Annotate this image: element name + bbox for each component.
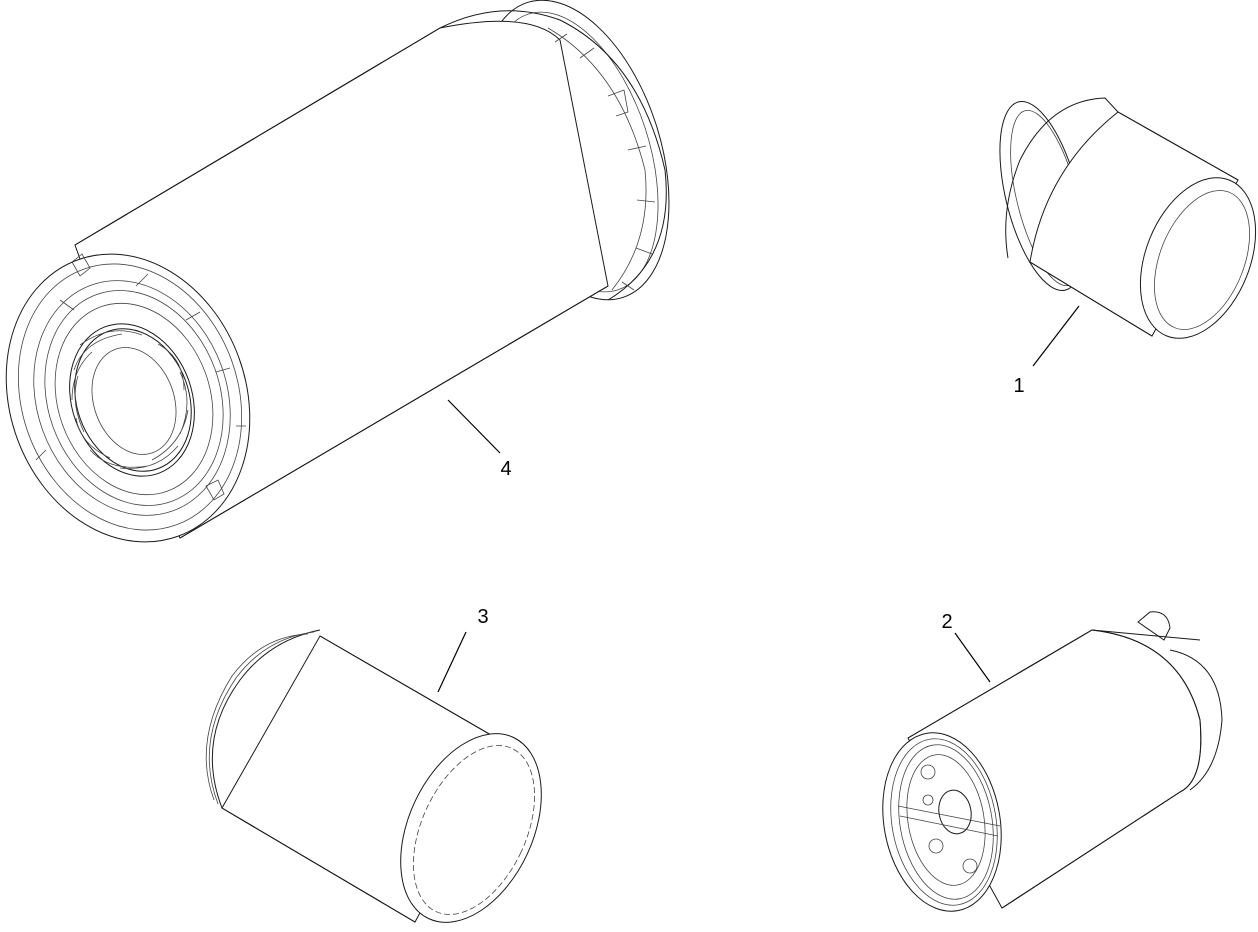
part-2-fuel-filter	[882, 611, 1223, 912]
part-4-air-filter	[5, 0, 670, 543]
callout-4: 4	[500, 458, 512, 480]
part-1-small-filter	[999, 97, 1257, 367]
callout-3: 3	[477, 606, 489, 628]
part-3-filter-element	[205, 629, 542, 923]
callout-2: 2	[941, 611, 953, 633]
callout-1: 1	[1013, 375, 1025, 397]
